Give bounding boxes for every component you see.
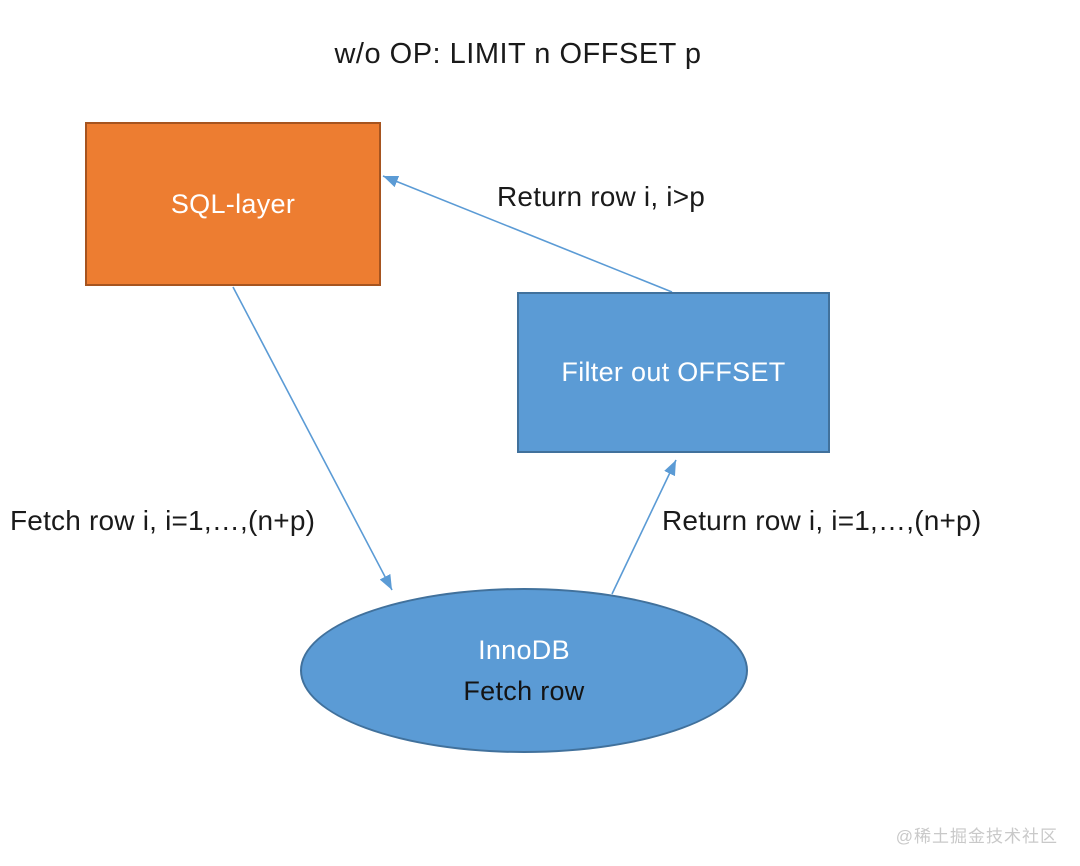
node-innodb-label-line2: Fetch row [463, 675, 585, 706]
node-filter-out-offset: Filter out OFFSET [517, 292, 830, 453]
edge-label-fetch-row: Fetch row i, i=1,…,(n+p) [10, 505, 316, 536]
diagram-title: w/o OP: LIMIT n OFFSET p [334, 38, 702, 70]
edge-sql-to-innodb-arrow [232, 286, 393, 591]
edge-label-return-row-gt-p: Return row i, i>p [497, 181, 706, 212]
edge-label-return-row-np: Return row i, i=1,…,(n+p) [662, 505, 982, 536]
watermark: @稀土掘金技术社区 [895, 827, 1058, 846]
node-innodb: InnoDB Fetch row [300, 588, 748, 753]
node-innodb-label-line1: InnoDB [478, 634, 570, 665]
node-filter-out-offset-label: Filter out OFFSET [561, 357, 786, 387]
node-sql-layer: SQL-layer [85, 122, 381, 286]
node-sql-layer-label: SQL-layer [170, 188, 296, 219]
